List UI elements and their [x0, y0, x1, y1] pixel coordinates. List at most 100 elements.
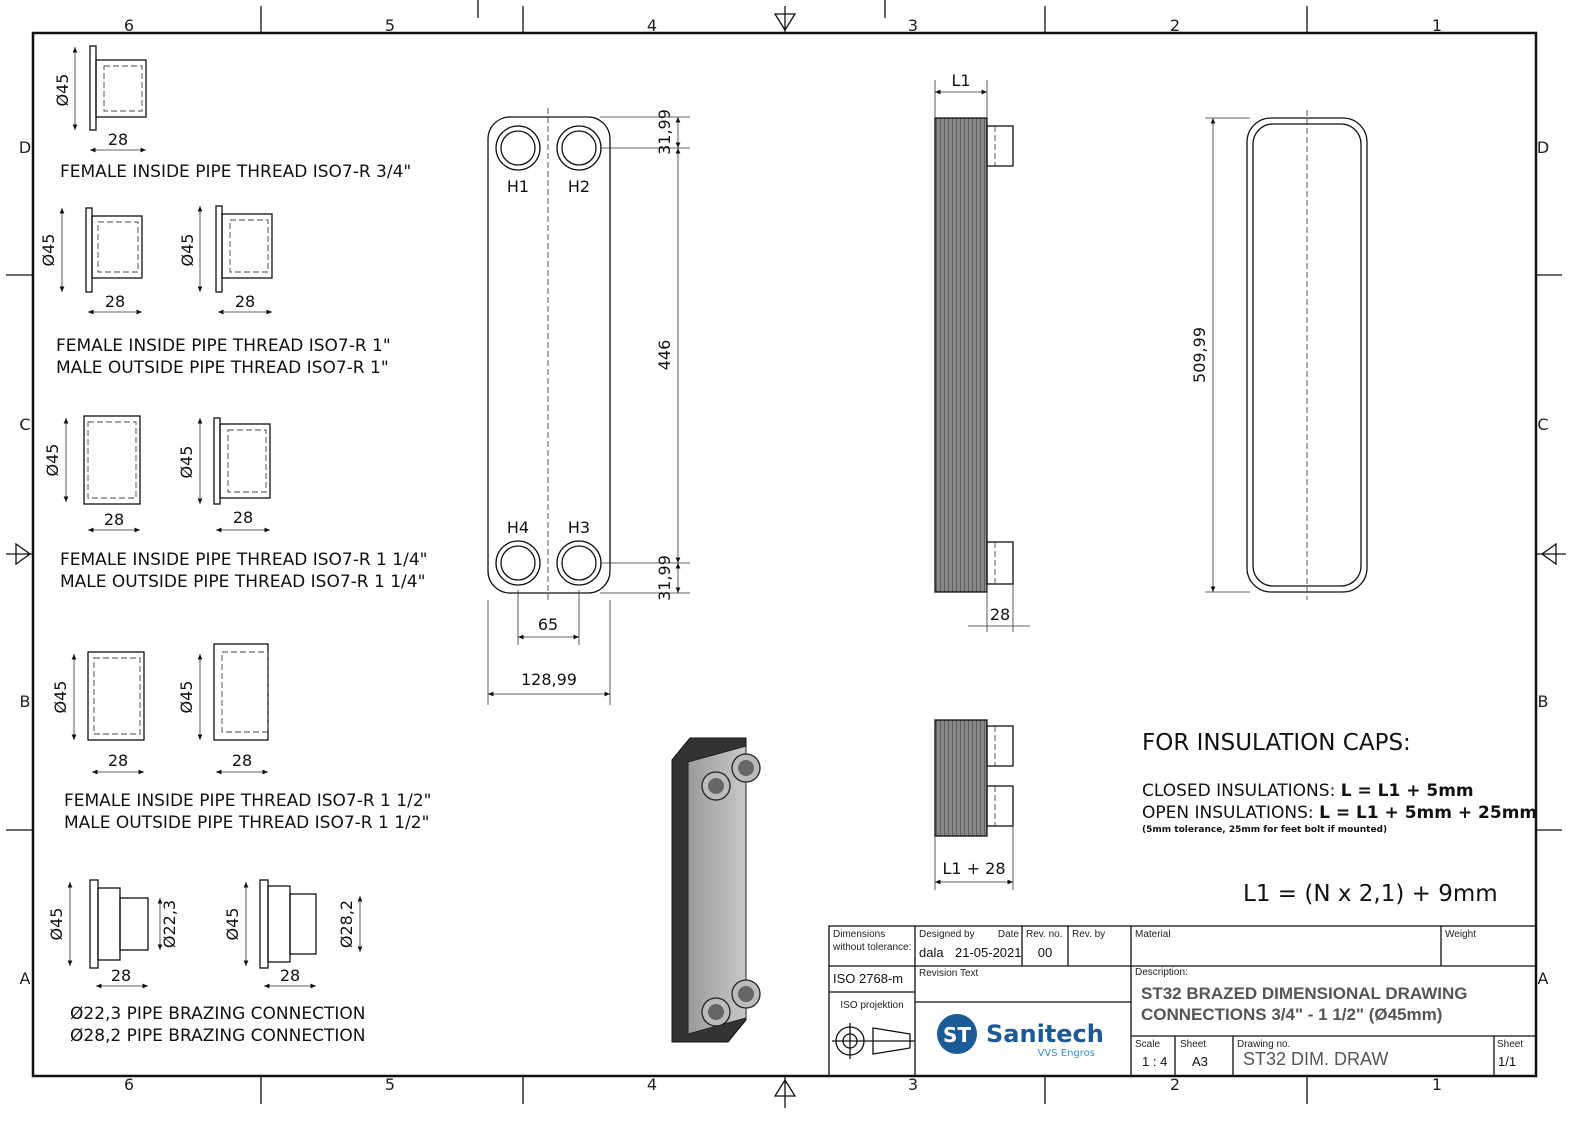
svg-text:ST: ST — [943, 1023, 971, 1047]
drawing-frame: 6 5 4 3 2 1 6 5 4 3 2 1 D C B A D C B A — [6, 0, 1566, 1108]
svg-text:2: 2 — [1170, 16, 1180, 35]
back-view: 509,99 — [1190, 110, 1368, 600]
svg-text:Ø45: Ø45 — [177, 681, 196, 714]
svg-text:1 : 4: 1 : 4 — [1142, 1054, 1167, 1069]
svg-text:FEMALE INSIDE PIPE THREAD ISO7: FEMALE INSIDE PIPE THREAD ISO7-R 1 1/2" — [64, 791, 431, 811]
svg-text:28: 28 — [108, 130, 128, 149]
svg-text:28: 28 — [235, 292, 255, 311]
port-h1 — [495, 125, 541, 171]
insulation-notes: FOR INSULATION CAPS: CLOSED INSULATIONS:… — [1142, 730, 1537, 907]
svg-text:Ø45: Ø45 — [43, 444, 62, 477]
fitting-female-3-4: Ø45 28 FEMALE INSIDE PIPE THREAD ISO7-R … — [53, 45, 411, 182]
svg-text:Ø45: Ø45 — [53, 74, 72, 107]
svg-text:Drawing no.: Drawing no. — [1237, 1039, 1290, 1050]
svg-text:A: A — [20, 969, 31, 988]
svg-text:00: 00 — [1038, 945, 1052, 960]
svg-text:Ø45: Ø45 — [178, 234, 197, 267]
svg-text:Sheet: Sheet — [1180, 1039, 1206, 1050]
svg-text:OPEN INSULATIONS: L = L1 + 5mm: OPEN INSULATIONS: L = L1 + 5mm + 25mm — [1142, 803, 1537, 823]
svg-text:509,99: 509,99 — [1190, 327, 1209, 383]
svg-text:dala: dala — [919, 945, 944, 960]
svg-text:1: 1 — [1432, 1075, 1442, 1094]
projection-symbol-icon — [832, 1023, 915, 1059]
svg-text:H2: H2 — [568, 177, 590, 196]
zone-labels: 6 5 4 3 2 1 6 5 4 3 2 1 D C B A D C B A — [19, 16, 1549, 1094]
fitting-brazing: Ø45 Ø22,3 28 Ø45 Ø28,2 28 Ø22,3 PIPE BRA… — [47, 879, 365, 1046]
svg-text:28: 28 — [280, 966, 300, 985]
svg-text:28: 28 — [111, 966, 131, 985]
isometric-render — [671, 737, 761, 1043]
svg-text:Ø22,3 PIPE BRAZING CONNECTION: Ø22,3 PIPE BRAZING CONNECTION — [70, 1004, 365, 1024]
svg-text:Ø45: Ø45 — [39, 234, 58, 267]
svg-text:Ø45: Ø45 — [177, 446, 196, 479]
svg-text:MALE OUTSIDE PIPE THREAD ISO7-: MALE OUTSIDE PIPE THREAD ISO7-R 1 1/2" — [64, 813, 429, 833]
port-h2 — [556, 125, 602, 171]
svg-text:1/1: 1/1 — [1498, 1054, 1516, 1069]
svg-text:(5mm tolerance, 25mm for feet: (5mm tolerance, 25mm for feet bolt if mo… — [1142, 825, 1387, 835]
svg-text:D: D — [19, 138, 31, 157]
svg-text:28: 28 — [104, 510, 124, 529]
svg-text:H1: H1 — [507, 177, 529, 196]
side-view-compact: L1 + 28 — [934, 719, 1014, 890]
svg-text:C: C — [19, 415, 30, 434]
svg-text:L1 = (N x 2,1) + 9mm: L1 = (N x 2,1) + 9mm — [1243, 881, 1498, 907]
svg-text:5: 5 — [385, 16, 395, 35]
svg-text:ST32 DIM. DRAW: ST32 DIM. DRAW — [1243, 1049, 1388, 1069]
svg-text:D: D — [1537, 138, 1549, 157]
svg-text:without tolerance:: without tolerance: — [832, 942, 911, 953]
svg-text:31,99: 31,99 — [655, 555, 674, 601]
svg-text:21-05-2021: 21-05-2021 — [955, 945, 1022, 960]
svg-text:ISO projektion: ISO projektion — [840, 1000, 903, 1011]
svg-text:CLOSED INSULATIONS: L = L1 + 5: CLOSED INSULATIONS: L = L1 + 5mm — [1142, 781, 1474, 801]
svg-text:FEMALE INSIDE PIPE THREAD ISO7: FEMALE INSIDE PIPE THREAD ISO7-R 3/4" — [60, 162, 411, 182]
svg-text:4: 4 — [647, 1075, 657, 1094]
svg-text:31,99: 31,99 — [655, 109, 674, 155]
svg-text:2: 2 — [1170, 1075, 1180, 1094]
svg-text:6: 6 — [124, 16, 134, 35]
svg-text:VVS Engros: VVS Engros — [1038, 1048, 1095, 1059]
title-block: Dimensions without tolerance: ISO 2768-m… — [828, 925, 1537, 1077]
svg-text:FEMALE INSIDE PIPE THREAD ISO7: FEMALE INSIDE PIPE THREAD ISO7-R 1 1/4" — [60, 550, 427, 570]
svg-text:28: 28 — [232, 751, 252, 770]
svg-text:1: 1 — [1432, 16, 1442, 35]
svg-text:MALE OUTSIDE PIPE THREAD ISO7-: MALE OUTSIDE PIPE THREAD ISO7-R 1 1/4" — [60, 572, 425, 592]
svg-text:28: 28 — [108, 751, 128, 770]
svg-text:H3: H3 — [568, 518, 590, 537]
svg-text:Designed by: Designed by — [919, 929, 975, 940]
svg-text:Ø28,2: Ø28,2 — [337, 900, 356, 948]
svg-text:Rev. by: Rev. by — [1072, 929, 1105, 940]
svg-text:Rev. no.: Rev. no. — [1026, 929, 1063, 940]
svg-text:Ø28,2 PIPE BRAZING CONNECTION: Ø28,2 PIPE BRAZING CONNECTION — [70, 1026, 365, 1046]
svg-text:5: 5 — [385, 1075, 395, 1094]
svg-text:B: B — [1538, 692, 1549, 711]
svg-text:Ø45: Ø45 — [47, 908, 66, 941]
svg-text:Weight: Weight — [1445, 929, 1476, 940]
svg-text:A: A — [1538, 969, 1549, 988]
svg-text:L1: L1 — [951, 71, 970, 90]
svg-text:Ø45: Ø45 — [223, 908, 242, 941]
front-view: H1 H2 H3 H4 31,99 446 31,99 65 128,99 — [487, 108, 690, 705]
svg-text:3: 3 — [908, 1075, 918, 1094]
svg-text:128,99: 128,99 — [521, 670, 577, 689]
svg-text:Ø22,3: Ø22,3 — [160, 900, 179, 948]
svg-text:ISO 2768-m: ISO 2768-m — [833, 971, 903, 986]
svg-text:H4: H4 — [507, 518, 529, 537]
svg-text:Sheet: Sheet — [1497, 1039, 1523, 1050]
svg-text:28: 28 — [233, 508, 253, 527]
svg-text:Material: Material — [1135, 929, 1171, 940]
svg-text:ST32 BRAZED DIMENSIONAL DRAWIN: ST32 BRAZED DIMENSIONAL DRAWING — [1141, 984, 1468, 1003]
svg-text:FOR INSULATION CAPS:: FOR INSULATION CAPS: — [1142, 730, 1411, 756]
sanitech-logo: ST Sanitech VVS Engros — [937, 1014, 1104, 1059]
svg-text:FEMALE INSIDE PIPE THREAD ISO7: FEMALE INSIDE PIPE THREAD ISO7-R 1" — [56, 336, 391, 356]
svg-text:C: C — [1537, 415, 1548, 434]
svg-text:4: 4 — [647, 16, 657, 35]
fitting-1-1-4-inch: Ø45 28 Ø45 28 FEMALE INSIDE PIPE THREAD … — [43, 415, 427, 592]
svg-text:CONNECTIONS 3/4" - 1 1/2" (Ø45: CONNECTIONS 3/4" - 1 1/2" (Ø45mm) — [1141, 1005, 1442, 1024]
svg-text:28: 28 — [990, 605, 1010, 624]
fitting-1-1-2-inch: Ø45 28 Ø45 28 FEMALE INSIDE PIPE THREAD … — [51, 643, 431, 833]
port-h4 — [495, 540, 541, 586]
svg-text:Date: Date — [998, 929, 1020, 940]
svg-text:B: B — [20, 692, 31, 711]
svg-text:Revision Text: Revision Text — [919, 968, 979, 979]
